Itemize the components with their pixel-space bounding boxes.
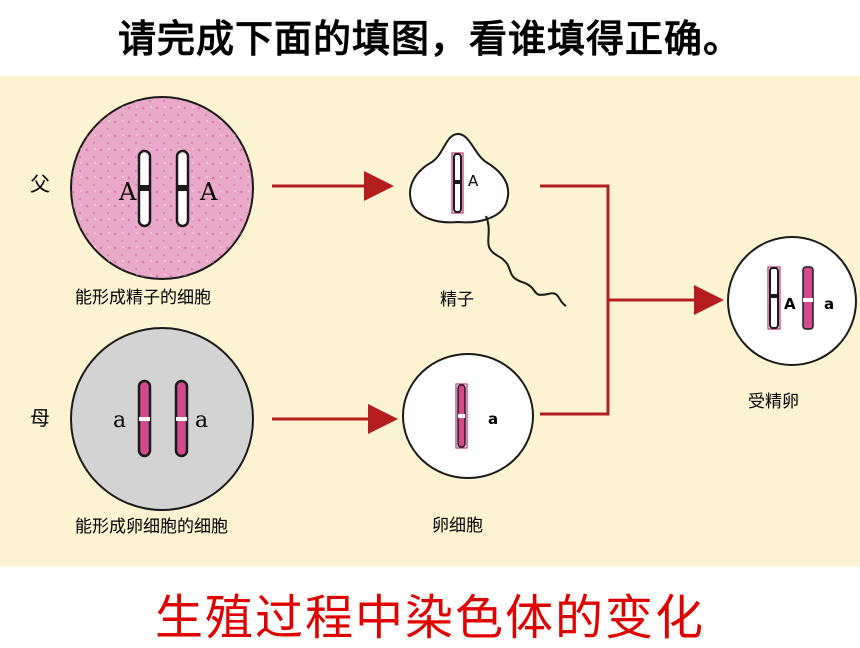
diagram-panel: 父 A A 能形成精子的细胞 A 精子 母 a a 能形成	[0, 76, 860, 566]
egg-label: 卵细胞	[432, 516, 483, 536]
allele-label: a	[488, 410, 498, 428]
egg-cell: a	[402, 353, 534, 479]
allele-label: a	[113, 408, 126, 433]
allele-label: A	[784, 295, 796, 313]
allele-label: a	[195, 408, 208, 433]
chromosome-pair-mother	[137, 379, 189, 458]
allele-label: A	[468, 172, 479, 190]
mother-label: 母	[30, 406, 50, 430]
allele-label: a	[824, 295, 834, 313]
father-label: 父	[30, 172, 50, 196]
reproduction-diagram: 父 A A 能形成精子的细胞 A 精子 母 a a 能形成	[30, 96, 857, 537]
allele-label: A	[118, 178, 137, 206]
fertilization-connector	[540, 184, 724, 416]
sperm-cell: A	[409, 132, 567, 307]
sperm-forming-cell-label: 能形成精子的细胞	[75, 288, 211, 308]
chromosome-pair-father	[137, 149, 190, 228]
zygote-cell: A a	[727, 236, 857, 366]
egg-forming-cell-label: 能形成卵细胞的细胞	[75, 517, 228, 537]
sperm-forming-cell: A A	[70, 96, 254, 280]
sperm-label: 精子	[440, 290, 474, 310]
diagram-caption: 生殖过程中染色体的变化	[154, 590, 705, 646]
zygote-label: 受精卵	[748, 392, 799, 412]
egg-forming-cell: a a	[70, 327, 254, 511]
page-title: 请完成下面的填图，看谁填得正确。	[117, 17, 742, 61]
allele-label: A	[199, 178, 218, 206]
